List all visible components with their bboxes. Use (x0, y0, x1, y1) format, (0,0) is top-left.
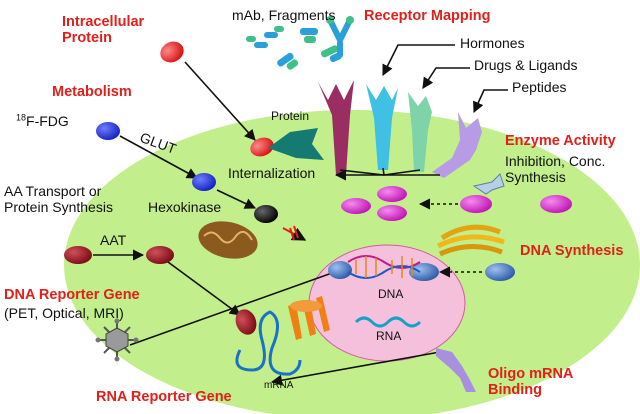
dna-bound-probe (328, 261, 352, 279)
aa-transport-label: AA Transport or Protein Synthesis (4, 183, 113, 215)
fdg-compound-label: F-FDG (26, 113, 69, 129)
arrow-peptides (473, 89, 508, 114)
enzyme-substrate (460, 195, 492, 213)
metabolism-label: Metabolism (52, 84, 132, 100)
blocked-arrow-icon (282, 225, 307, 241)
golgi-apparatus-icon (436, 224, 505, 257)
arrow-receptor-2 (382, 167, 385, 176)
rna-label: RNA (376, 329, 402, 343)
arrow-oligo (270, 351, 441, 386)
fdg-inside-probe (192, 173, 216, 191)
mrna-label: mRNA (264, 380, 294, 391)
arrow-aa-to-mrna (167, 261, 241, 316)
nucleus (308, 244, 466, 362)
mrna-strand-icon (235, 310, 302, 376)
hexokinase-label: Hexokinase (148, 199, 222, 215)
dna-probe-inside (409, 263, 439, 281)
peptides-label: Peptides (512, 79, 567, 95)
aa-probe-inside (146, 246, 174, 264)
oligo-mrna-binding-label: Oligo mRNA Binding (488, 366, 574, 399)
dna-synthesis-label: DNA Synthesis (520, 243, 624, 259)
fdg-6-phosphate (254, 205, 278, 223)
hormones-label: Hormones (460, 35, 525, 51)
recycle-arrow-icon (472, 173, 505, 195)
hormone-receptor (318, 80, 354, 175)
protein-shape (268, 128, 324, 160)
fdg-isotope-label: 18 (16, 112, 27, 123)
antibody-fragments-icon (246, 16, 354, 70)
ribosome-icon (288, 296, 330, 340)
intracellular-protein-label: Intracellular Protein (62, 14, 145, 47)
oligo-probe-icon (436, 348, 476, 392)
dna-reporter-modalities-label: (PET, Optical, MRI) (4, 305, 124, 321)
protein-probe (250, 137, 274, 157)
receptor-mapping-label: Receptor Mapping (364, 8, 491, 24)
dna-probe (485, 263, 515, 281)
internalization-label: Internalization (228, 165, 316, 181)
aa-probe-outside (64, 246, 92, 264)
arrow-hormones (382, 44, 455, 77)
fdg-probe (96, 122, 120, 140)
enzyme-activity-label: Enzyme Activity (505, 133, 616, 149)
reporter-vector-icon (95, 318, 139, 362)
enzyme-product-2 (341, 198, 371, 214)
arrow-glut (119, 135, 198, 179)
rna-reporter-gene-label: RNA Reporter Gene (96, 389, 232, 405)
enzyme-product-3 (377, 205, 407, 221)
dna-label: DNA (378, 287, 404, 301)
ligand-receptor (408, 92, 432, 172)
arrow-dna-reporter (129, 266, 348, 346)
dna-helix-icon (347, 255, 421, 279)
arrow-intracellular-protein (184, 61, 256, 141)
mitochondrion-icon (198, 221, 258, 259)
aat-label: AAT (100, 232, 127, 248)
fdg-label: 18F-FDG (16, 112, 69, 130)
drugs-ligands-label: Drugs & Ligands (474, 57, 578, 73)
mab-fragments-label: mAb, Fragments (232, 7, 336, 23)
enzyme-detail-label: Inhibition, Conc. Synthesis (505, 153, 606, 185)
enzyme-product-1 (377, 186, 407, 202)
dna-reporter-gene-label: DNA Reporter Gene (4, 287, 140, 303)
arrow-hexokinase (216, 189, 257, 209)
intracellular-protein-probe (160, 41, 184, 63)
rna-strand-icon (354, 316, 422, 328)
arrow-receptor-1 (339, 169, 385, 176)
peptide-receptor (432, 112, 482, 178)
reporter-protein-probe (235, 309, 257, 335)
protein-label: Protein (271, 109, 310, 123)
arrow-drugs-ligands (422, 67, 470, 89)
drug-receptor (366, 84, 398, 170)
arrow-receptor-3 (383, 169, 421, 176)
enzyme-probe (540, 195, 572, 213)
